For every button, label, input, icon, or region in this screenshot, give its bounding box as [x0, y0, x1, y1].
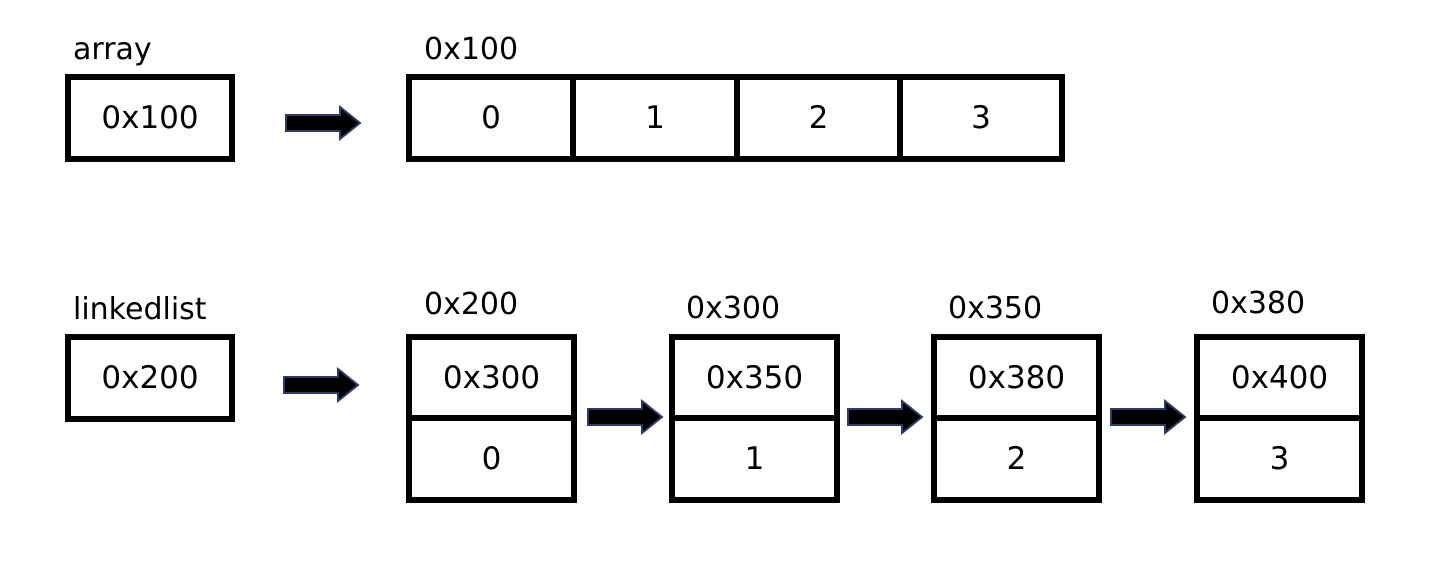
- node-value-0: 0: [481, 441, 502, 477]
- node-divider: [1200, 415, 1359, 421]
- array-label: array: [73, 32, 152, 67]
- array-element-3: 3: [971, 100, 991, 136]
- node-divider: [412, 415, 571, 421]
- node-next-3: 0x400: [1230, 359, 1329, 396]
- node-address-0: 0x200: [424, 287, 519, 322]
- node-value-3: 3: [1269, 441, 1290, 477]
- linkedlist-label: linkedlist: [73, 292, 207, 327]
- array-element-1: 1: [645, 100, 665, 136]
- array-cell-divider: [570, 80, 576, 156]
- node-next-2: 0x380: [967, 359, 1066, 396]
- node-divider: [675, 415, 834, 421]
- right-arrow-icon: [1110, 399, 1187, 435]
- linkedlist-pointer-value: 0x200: [101, 360, 199, 396]
- node-value-1: 1: [744, 441, 765, 477]
- right-arrow-icon: [285, 105, 362, 141]
- node-next-0: 0x300: [442, 359, 541, 396]
- array-pointer-value: 0x100: [101, 100, 199, 136]
- array-element-2: 2: [808, 100, 829, 136]
- node-address-3: 0x380: [1211, 286, 1306, 321]
- right-arrow-icon: [283, 367, 360, 403]
- right-arrow-icon: [587, 399, 664, 435]
- right-arrow-icon: [847, 399, 924, 435]
- node-divider: [937, 415, 1096, 421]
- array-pointer-box: 0x100: [65, 74, 235, 162]
- array-element-0: 0: [481, 100, 501, 136]
- array-cell-divider: [734, 80, 740, 156]
- node-address-2: 0x350: [948, 291, 1043, 326]
- node-value-2: 2: [1006, 441, 1027, 477]
- node-next-1: 0x350: [705, 359, 804, 396]
- array-cell-divider: [897, 80, 903, 156]
- node-address-1: 0x300: [686, 291, 781, 326]
- linkedlist-pointer-box: 0x200: [65, 334, 235, 422]
- array-block-address: 0x100: [424, 32, 519, 67]
